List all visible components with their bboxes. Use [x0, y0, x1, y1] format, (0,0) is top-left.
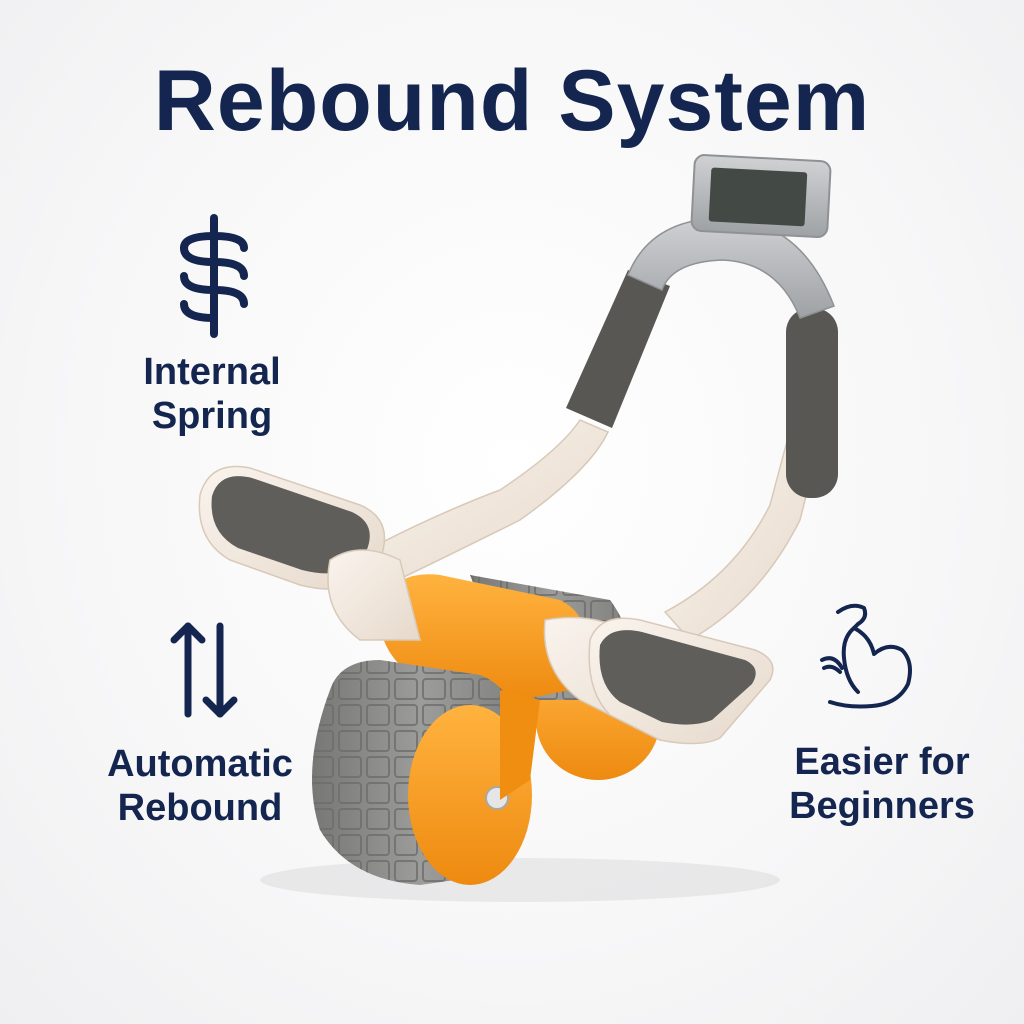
right-pad — [588, 617, 774, 745]
flexed-arm-icon — [820, 603, 912, 709]
feature-label-line2: Spring — [151, 395, 273, 437]
feature-internal-spring: Internal Spring — [112, 350, 312, 438]
feature-label-line1: Easier for — [794, 741, 970, 783]
page-title: Rebound System — [153, 53, 871, 149]
front-wheel — [312, 660, 540, 885]
floor-shadow — [260, 858, 780, 902]
feature-easier-for-beginners: Easier for Beginners — [762, 740, 1002, 828]
spring-icon — [180, 214, 248, 338]
feature-automatic-rebound: Automatic Rebound — [90, 742, 310, 830]
feature-label-line1: Automatic — [107, 743, 293, 785]
lcd-screen — [708, 167, 808, 227]
up-down-arrows-icon — [170, 622, 238, 718]
feature-label-line1: Internal — [143, 351, 281, 393]
right-arm — [663, 308, 838, 641]
feature-label-line2: Beginners — [789, 785, 975, 827]
left-arm — [328, 270, 670, 599]
right-grip — [786, 308, 838, 498]
top-arch — [627, 154, 835, 319]
feature-label-line2: Rebound — [117, 787, 283, 829]
